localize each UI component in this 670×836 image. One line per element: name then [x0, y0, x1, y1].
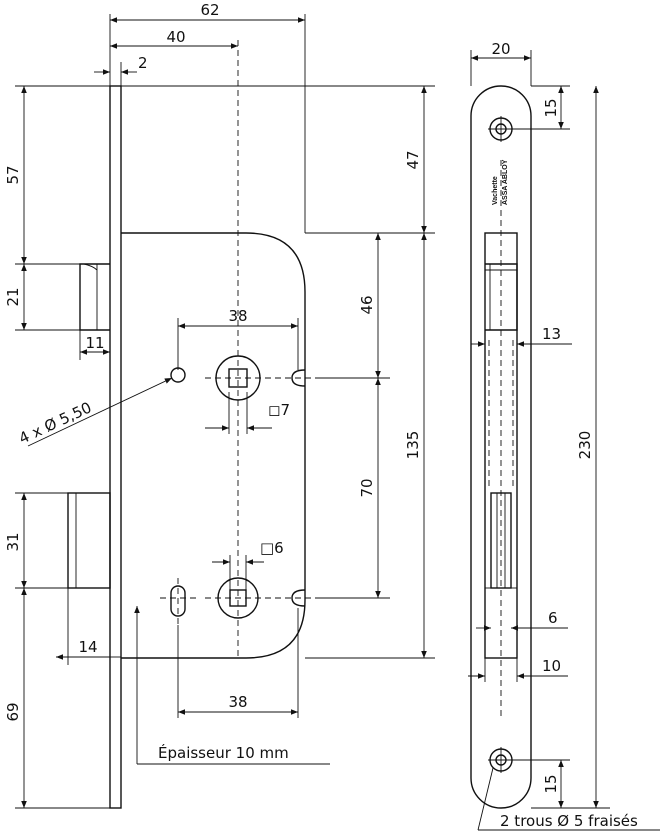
mounting-hole — [170, 367, 186, 383]
lock-case — [121, 232, 306, 659]
thickness-label: Épaisseur 10 mm — [158, 743, 289, 762]
dim-case-height: 135 — [404, 431, 422, 460]
dim-screw-top: 15 — [542, 98, 560, 117]
dim-latch-height: 21 — [4, 287, 22, 306]
brand-logo: Vachette ASSA ABLOY — [492, 159, 509, 205]
dim-top-to-case: 47 — [404, 150, 422, 169]
dim-backset: 40 — [166, 28, 185, 46]
dim-plate-height: 230 — [576, 431, 594, 460]
dim-bolt-height: 31 — [4, 532, 22, 551]
dim-follower-to-top: 46 — [358, 295, 376, 314]
front-view: Vachette ASSA ABLOY 20 15 230 — [468, 40, 660, 831]
brand-secondary: ASSA ABLOY — [502, 159, 509, 205]
dim-case-width: 10 — [542, 657, 561, 675]
dim-latch-projection: 11 — [85, 334, 104, 352]
holes-label: 4 x Ø 5,50 — [16, 398, 94, 447]
brand-primary: Vachette — [492, 176, 499, 205]
dim-latch-width: 13 — [542, 325, 561, 343]
dim-bottom-to-bolt: 69 — [4, 702, 22, 721]
side-view: 62 40 2 57 21 11 47 135 46 — [4, 1, 435, 809]
faceplate — [109, 85, 122, 809]
dim-cylinder-square: □6 — [260, 539, 284, 557]
dead-bolt — [67, 492, 111, 589]
dim-screw-bottom: 15 — [542, 774, 560, 793]
dim-plate-width: 20 — [491, 40, 510, 58]
dim-top-to-latch: 57 — [4, 165, 22, 184]
dim-bolt-projection: 14 — [78, 638, 97, 656]
dim-faceplate-thickness: 2 — [138, 54, 148, 72]
mounting-slot — [170, 585, 186, 617]
dim-cylinder-spacing: 38 — [228, 693, 247, 711]
dim-follower-square: ◻7 — [268, 401, 290, 419]
dim-spindle-distance: 70 — [358, 478, 376, 497]
screws-label: 2 trous Ø 5 fraisés — [500, 812, 638, 830]
dim-follower-spacing: 38 — [228, 307, 247, 325]
dim-width-total: 62 — [200, 1, 219, 19]
latch-bolt — [79, 263, 110, 331]
dim-bolt-width: 6 — [548, 609, 558, 627]
